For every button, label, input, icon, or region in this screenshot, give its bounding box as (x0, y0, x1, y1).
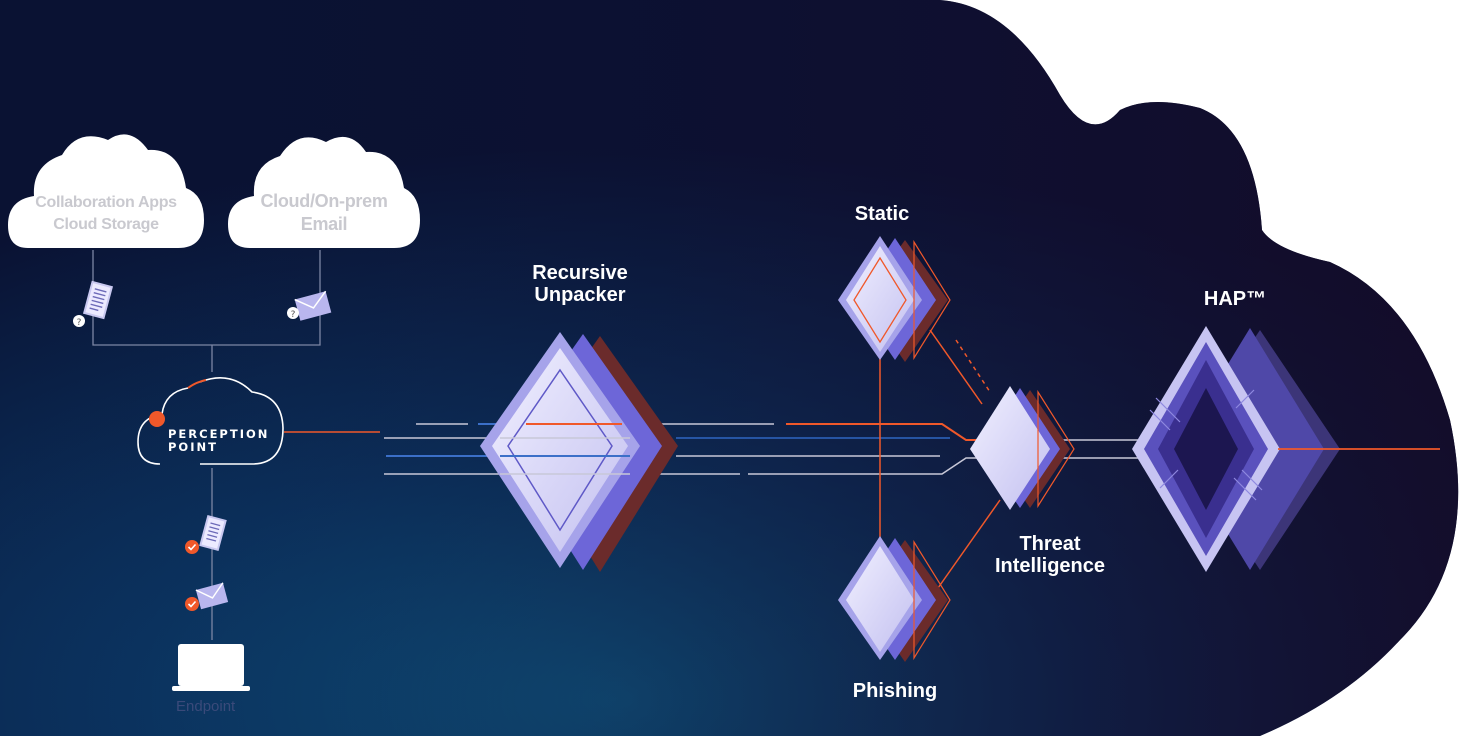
collab-label-line2: Cloud Storage (53, 215, 159, 233)
threat-intelligence-gem (970, 386, 1075, 510)
perception-point-wordmark: PERCEPTION POINT (168, 427, 270, 455)
check-badge-icon (185, 597, 199, 611)
question-badge-icon: ? (287, 307, 299, 320)
collaboration-cloud-icon (8, 134, 204, 248)
svg-text:?: ? (77, 318, 82, 328)
endpoint-label: Endpoint (176, 698, 236, 715)
unpacker-label-line2: Unpacker (534, 284, 626, 306)
email-label-line2: Email (300, 214, 348, 235)
email-cloud-label: Cloud/On-prem Email (230, 190, 418, 237)
collaboration-cloud-label: Collaboration Apps Cloud Storage (10, 192, 202, 235)
hap-gem (1132, 326, 1340, 572)
perception-point-logo (137, 376, 284, 465)
question-badge-icon: ? (73, 315, 85, 328)
static-label: Static (854, 203, 910, 225)
hap-label: HAP™ (1203, 288, 1267, 310)
recursive-unpacker-label: Recursive Unpacker (500, 262, 660, 306)
check-badge-icon (185, 540, 199, 554)
phishing-label: Phishing (852, 680, 938, 702)
threat-label-line2: Intelligence (994, 555, 1106, 577)
phishing-gem (838, 536, 951, 662)
document-check-icon (199, 514, 227, 552)
email-cloud-icon (228, 136, 420, 248)
recursive-unpacker-gem (480, 332, 678, 572)
collab-label-line1: Collaboration Apps (35, 194, 177, 211)
brand-line1: PERCEPTION (168, 427, 270, 441)
brand-line2: POINT (168, 440, 218, 455)
laptop-icon (172, 644, 250, 691)
unpacker-label-line1: Recursive (532, 262, 628, 284)
document-icon (82, 280, 114, 320)
envelope-check-icon (195, 582, 229, 610)
threat-label-line1: Threat (1019, 533, 1081, 555)
engine-connectors (879, 329, 1001, 589)
email-label-line1: Cloud/On-prem (260, 191, 388, 211)
static-gem (838, 236, 951, 362)
threat-intelligence-label: Threat Intelligence (970, 533, 1130, 577)
perception-point-dot-icon (149, 411, 165, 427)
envelope-icon (294, 290, 332, 321)
svg-text:?: ? (291, 310, 296, 320)
